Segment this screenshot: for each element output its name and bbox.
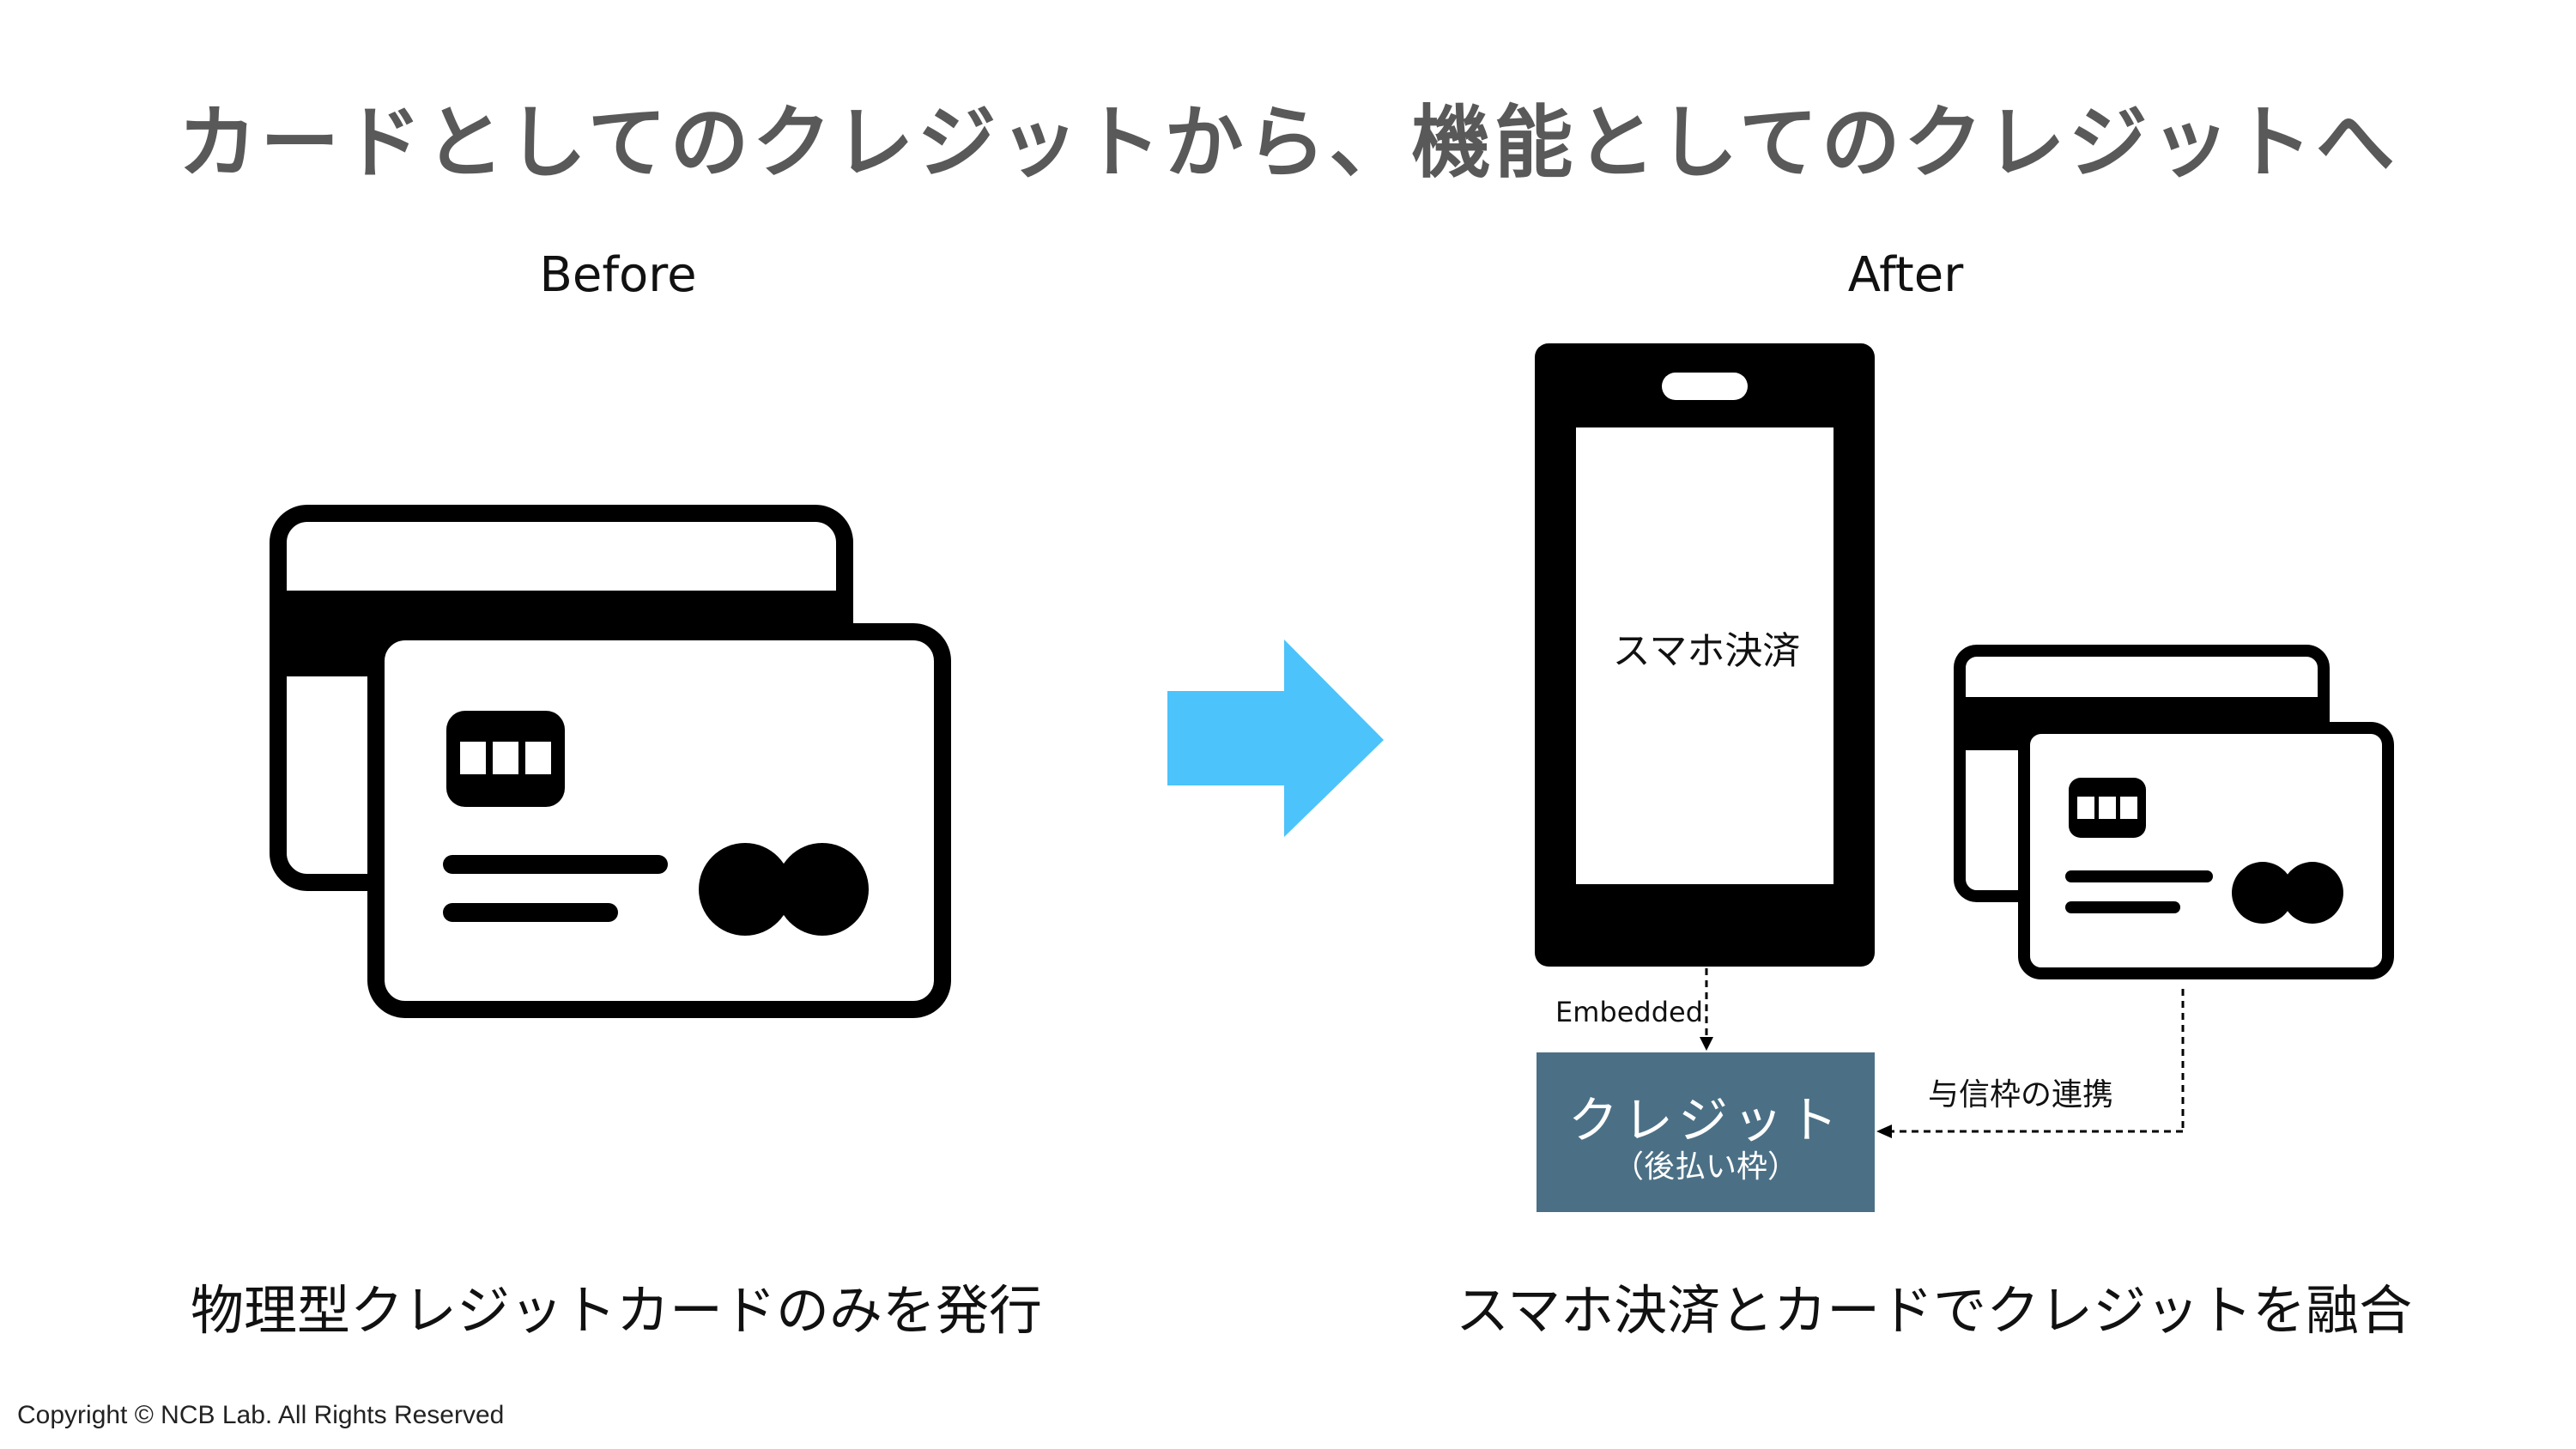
embedded-connector <box>1700 968 1713 1051</box>
smartphone-icon <box>1535 343 1875 967</box>
credit-cards-icon <box>270 505 951 1018</box>
right-arrow-icon <box>1167 640 1384 837</box>
credit-link-connector <box>1876 989 2185 1138</box>
after-caption: スマホ決済とカードでクレジットを融合 <box>1456 1279 2413 1342</box>
after-header: After <box>1847 247 1964 303</box>
credit-box-subtitle: （後払い枠） <box>1612 1149 1798 1185</box>
slide-title: カードとしてのクレジットから、機能としてのクレジットへ <box>178 97 2398 189</box>
credit-box: クレジット （後払い枠） <box>1537 1052 1875 1212</box>
before-header: Before <box>539 247 697 303</box>
credit-box-title: クレジット <box>1567 1091 1843 1149</box>
embedded-label: Embedded <box>1555 996 1704 1028</box>
phone-screen-label: スマホ決済 <box>1612 629 1801 673</box>
credit-link-label: 与信枠の連携 <box>1928 1077 2114 1113</box>
copyright: Copyright © NCB Lab. All Rights Reserved <box>17 1401 505 1429</box>
small-credit-cards-icon <box>1954 645 2394 979</box>
before-caption: 物理型クレジットカードのみを発行 <box>191 1279 1043 1342</box>
